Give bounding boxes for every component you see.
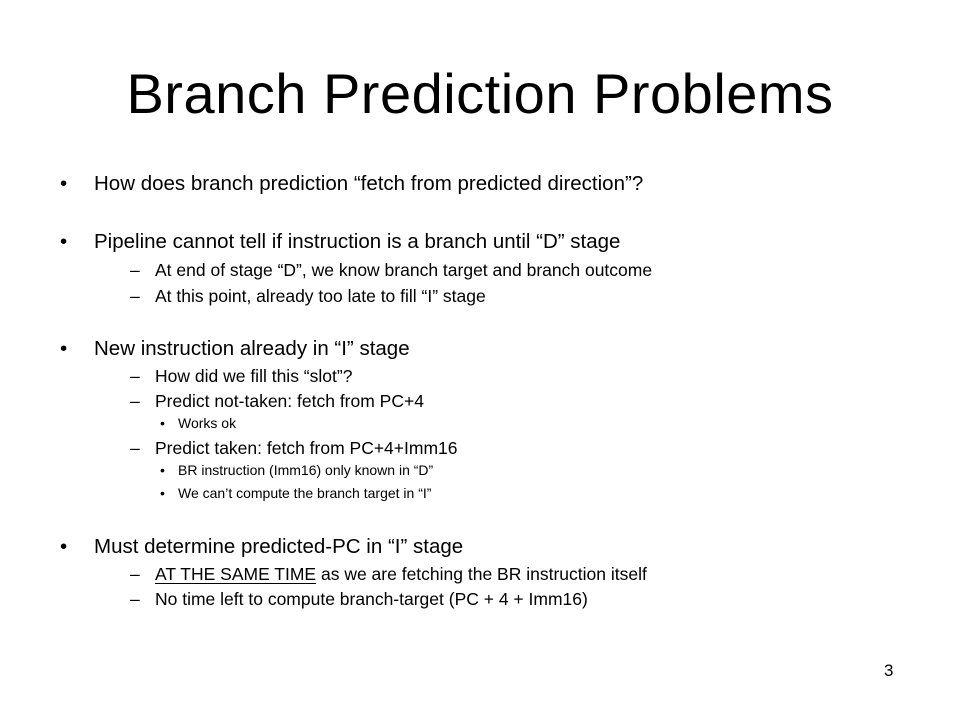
sub-bullet-rest: as we are fetching the BR instruction it… [316, 564, 647, 584]
dash-marker: – [130, 260, 140, 280]
dash-marker: – [130, 366, 140, 386]
sub-bullet-text: AT THE SAME TIME as we are fetching the … [155, 563, 647, 585]
sub-sub-bullet-text: Works ok [178, 415, 237, 431]
sub-bullet-text: At this point, already too late to fill … [155, 286, 486, 306]
dash-marker: – [130, 564, 140, 584]
bullet-marker: • [60, 172, 68, 195]
dash-marker: – [130, 438, 140, 458]
sub-sub-bullet-text: We can’t compute the branch target in “I… [178, 485, 432, 501]
dash-marker: – [130, 391, 140, 411]
bullet-marker: • [160, 462, 165, 478]
bullet-text: Must determine predicted-PC in “I” stage [94, 535, 464, 558]
sub-bullet-text: No time left to compute branch-target (P… [155, 589, 588, 609]
bullet-marker: • [60, 337, 68, 360]
bullet-marker: • [160, 415, 165, 431]
bullet-text: Pipeline cannot tell if instruction is a… [94, 230, 621, 253]
bullet-marker: • [160, 485, 165, 501]
dash-marker: – [130, 589, 140, 609]
bullet-marker: • [60, 535, 68, 558]
slide-title: Branch Prediction Problems [126, 62, 834, 125]
bullet-marker: • [60, 230, 68, 253]
bullet-text: New instruction already in “I” stage [94, 337, 410, 360]
sub-sub-bullet-text: BR instruction (Imm16) only known in “D” [178, 462, 434, 478]
sub-bullet-text: At end of stage “D”, we know branch targ… [155, 260, 653, 280]
bullet-text: How does branch prediction “fetch from p… [94, 172, 644, 195]
emphasis-text: AT THE SAME TIME [155, 564, 317, 584]
page-number: 3 [884, 661, 894, 680]
dash-marker: – [130, 286, 140, 306]
sub-bullet-text: Predict not-taken: fetch from PC+4 [155, 391, 424, 411]
sub-bullet-text: How did we fill this “slot”? [155, 366, 353, 386]
sub-bullet-text: Predict taken: fetch from PC+4+Imm16 [155, 438, 458, 458]
